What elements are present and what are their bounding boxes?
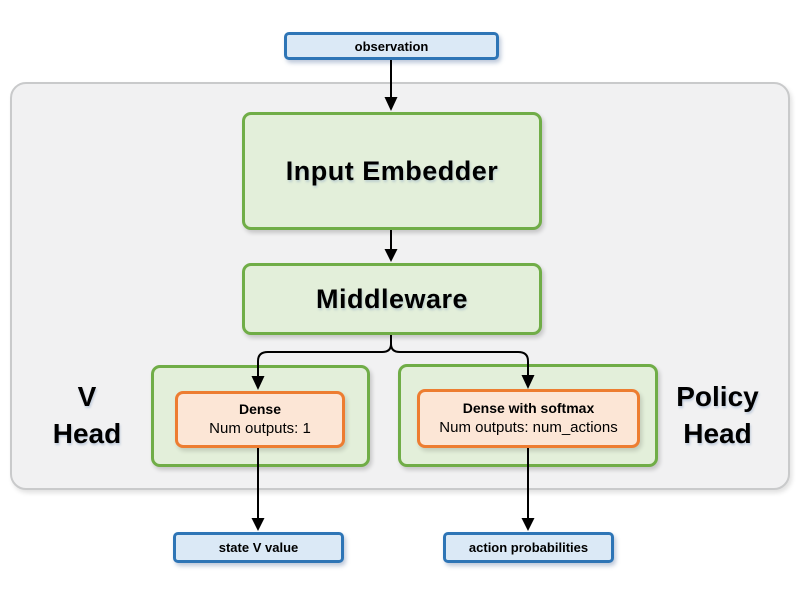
policy-head-label-line2: Head (683, 418, 752, 449)
node-policy-dense-title: Dense with softmax (462, 399, 595, 416)
node-policy-dense-subtitle: Num outputs: num_actions (439, 418, 618, 436)
v-head-label-line1: V (77, 381, 97, 413)
node-middleware-label: Middleware (315, 283, 469, 314)
arrowhead-state-v-value (251, 518, 265, 531)
policy-head-label: Policy Head (655, 378, 780, 454)
policy-head-label-line1: Policy (676, 381, 759, 413)
node-observation: observation (284, 32, 499, 60)
node-v-dense-subtitle: Num outputs: 1 (209, 419, 311, 437)
arrowhead-action-probabilities (521, 518, 535, 531)
node-observation-label: observation (354, 38, 429, 54)
node-v-dense-title: Dense (238, 400, 282, 417)
node-v-dense: Dense Num outputs: 1 (175, 391, 345, 448)
node-action-probabilities: action probabilities (443, 532, 614, 563)
v-head-label: V Head (28, 380, 146, 452)
node-action-probabilities-label: action probabilities (468, 540, 589, 555)
node-state-v-value-label: state V value (218, 540, 299, 555)
node-input-embedder-label: Input Embedder (285, 155, 499, 186)
node-state-v-value: state V value (173, 532, 344, 563)
node-input-embedder: Input Embedder (242, 112, 542, 230)
node-middleware: Middleware (242, 263, 542, 335)
node-policy-dense: Dense with softmax Num outputs: num_acti… (417, 389, 640, 448)
v-head-label-line2: Head (52, 418, 122, 449)
